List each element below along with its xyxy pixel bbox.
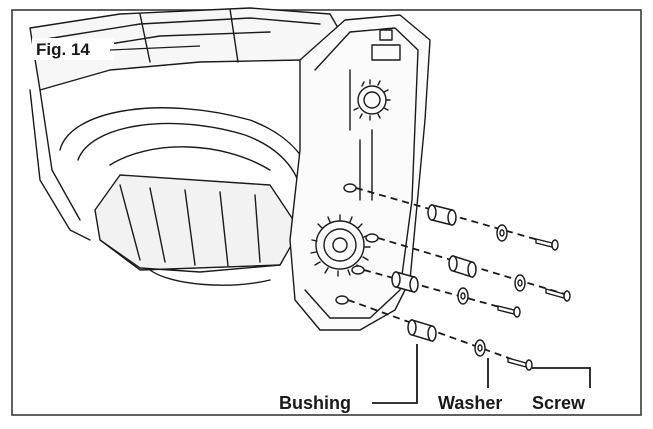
bushing-4 xyxy=(407,318,437,343)
washer-3 xyxy=(457,287,469,305)
bushing-3 xyxy=(391,271,419,293)
bushing-label: Bushing xyxy=(279,393,351,413)
figure-title: Fig. 14 xyxy=(36,40,90,59)
bushings xyxy=(391,204,477,343)
figure-title-rule xyxy=(109,45,201,51)
figure-title-bg xyxy=(32,38,114,60)
washer-1 xyxy=(496,224,508,242)
bushing-2 xyxy=(448,254,477,279)
screw-leader xyxy=(532,367,591,388)
washer-label: Washer xyxy=(438,393,502,413)
screw-4 xyxy=(507,357,533,371)
screws xyxy=(497,238,571,371)
screw-1 xyxy=(535,238,559,251)
bushing-leader xyxy=(372,344,418,404)
screw-3 xyxy=(497,305,521,318)
washer-4 xyxy=(474,339,486,357)
screw-2 xyxy=(545,288,571,302)
screw-label: Screw xyxy=(532,393,586,413)
bushing-1 xyxy=(427,204,457,226)
leader-lines xyxy=(372,344,591,404)
washers xyxy=(457,224,526,357)
snow-thrower-housing xyxy=(29,7,431,331)
washer-2 xyxy=(514,274,526,292)
